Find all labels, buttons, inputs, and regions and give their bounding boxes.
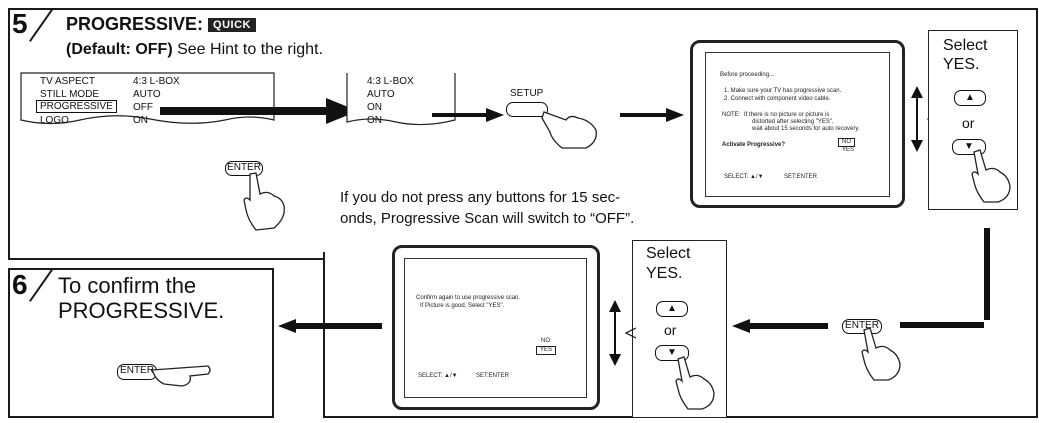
step6-number: 6 xyxy=(12,269,28,300)
screen1-question: Activate Progressive? xyxy=(722,142,786,148)
enter-button[interactable]: ENTER xyxy=(225,161,263,176)
select-line1: Select xyxy=(646,245,691,262)
screen2-line1: Confirm again to use progressive scan. xyxy=(416,295,521,301)
up-arrow-icon: ▲ xyxy=(965,92,975,103)
screen2-opt-yes[interactable]: YES xyxy=(536,346,557,355)
menu-row-logo: LOGO xyxy=(40,115,69,126)
screen1-footer-select: SELECT: ▲/▼ xyxy=(724,174,764,180)
menu-value: OFF xyxy=(133,102,153,113)
hand-icon xyxy=(861,327,901,381)
hand-icon xyxy=(541,111,597,149)
menu-value: AUTO xyxy=(133,89,161,100)
screen1-note3: wait about 15 seconds for auto recovery. xyxy=(752,126,860,132)
enter-label: ENTER xyxy=(227,162,261,173)
arrow-right-icon xyxy=(620,108,684,122)
step6-line2: PROGRESSIVE. xyxy=(58,298,225,323)
enter-label: ENTER xyxy=(845,320,879,331)
screen2-footer-set: SET:ENTER xyxy=(476,373,510,379)
screen1-line2: 2. Connect with component video cable. xyxy=(724,96,831,102)
menu-row-progressive[interactable]: PROGRESSIVE xyxy=(36,100,117,113)
step6-line1: To confirm the xyxy=(58,273,197,298)
hand-icon xyxy=(971,149,1011,203)
down-button[interactable]: ▼ xyxy=(655,345,689,361)
select-line1: Select xyxy=(943,37,988,54)
timeout-line1: If you do not press any buttons for 15 s… xyxy=(340,189,621,206)
progressive-highlight[interactable]: PROGRESSIVE xyxy=(36,100,117,113)
flow-arrow-left xyxy=(900,322,984,328)
screen1-note1: If there is no picture or picture is xyxy=(744,112,830,118)
hand-icon xyxy=(243,172,285,231)
default-label: (Default: OFF) xyxy=(66,41,173,58)
hand-icon xyxy=(675,356,715,410)
menu-panel-after xyxy=(346,73,456,126)
flow-line-down xyxy=(984,228,990,320)
screen1-heading: Before proceeding... xyxy=(720,72,775,78)
setup-label: SETUP xyxy=(510,88,544,99)
up-arrow-icon: ▲ xyxy=(667,303,677,314)
menu-row-still-mode: STILL MODE xyxy=(40,89,100,100)
down-arrow-icon: ▼ xyxy=(667,347,677,358)
hand-icon xyxy=(150,365,211,387)
step6-frame xyxy=(8,268,274,418)
screen1-note-label: NOTE: xyxy=(722,112,741,118)
big-arrow-icon xyxy=(160,98,358,124)
arrow-left-icon xyxy=(278,319,382,333)
screen1-note2: distorted after selecting "YES", xyxy=(752,119,834,125)
up-button[interactable]: ▲ xyxy=(656,301,688,317)
menu-after-0: 4:3 L-BOX xyxy=(367,76,414,87)
screen2-line2: If Picture is good, Select "YES". xyxy=(420,303,505,309)
select-line2: YES. xyxy=(646,265,683,282)
screen1-opt-yes[interactable]: YES xyxy=(842,147,855,153)
setup-button[interactable] xyxy=(506,102,548,117)
menu-row-tv-aspect: TV ASPECT xyxy=(40,76,95,88)
tv-screen-1-inner xyxy=(705,52,890,197)
quick-badge: QUICK xyxy=(208,18,256,32)
screen2-opt-no[interactable]: NO xyxy=(541,338,550,344)
screen1-opt-no[interactable]: NO xyxy=(838,138,855,147)
menu-value: ON xyxy=(133,115,148,126)
enter-label: ENTER xyxy=(120,365,154,376)
or-label: or xyxy=(962,115,975,131)
tv-screen-2-inner xyxy=(404,258,587,398)
enter-button[interactable]: ENTER xyxy=(117,364,157,380)
menu-after-1: AUTO xyxy=(367,89,395,100)
arrow-right-icon xyxy=(432,108,504,122)
screen1-footer-set: SET:ENTER xyxy=(784,174,818,180)
title-text: PROGRESSIVE: xyxy=(66,14,204,34)
step5-title: PROGRESSIVE: QUICK xyxy=(66,14,256,35)
down-arrow-icon: ▼ xyxy=(964,141,974,152)
menu-value: 4:3 L-BOX xyxy=(133,76,180,87)
enter-button[interactable]: ENTER xyxy=(842,319,882,334)
timeout-line2: onds, Progressive Scan will switch to “O… xyxy=(340,210,635,227)
menu-name: TV ASPECT xyxy=(40,76,96,87)
up-down-arrow-icon xyxy=(609,300,636,366)
menu-after-2: ON xyxy=(367,102,382,113)
up-button[interactable]: ▲ xyxy=(954,90,986,106)
select-line2: YES. xyxy=(943,56,980,73)
step5-number: 5 xyxy=(12,8,28,39)
menu-after-3: ON xyxy=(367,115,382,126)
or-label: or xyxy=(664,322,677,338)
step5-default: (Default: OFF) See Hint to the right. xyxy=(66,41,323,59)
hint-text: See Hint to the right. xyxy=(177,41,323,58)
screen2-footer-select: SELECT: ▲/▼ xyxy=(418,373,458,379)
screen1-line1: 1. Make sure your TV has progressive sca… xyxy=(724,88,842,94)
arrow-left-icon xyxy=(732,319,828,333)
